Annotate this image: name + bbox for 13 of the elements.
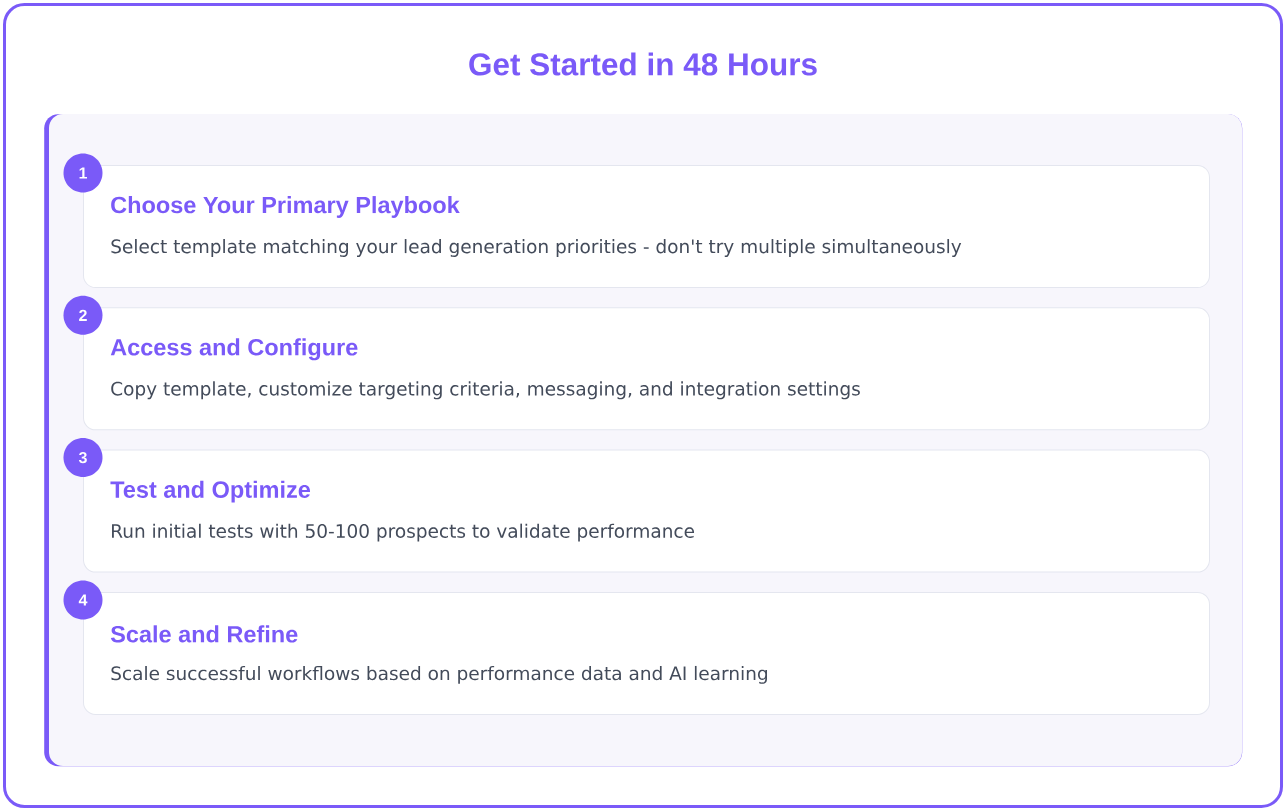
number-badge: 4 bbox=[63, 580, 103, 620]
step-description: Run initial tests with 50-100 prospects to validate performance bbox=[112, 523, 694, 542]
step-description: Scale successful workflows based on performance data and AI learning bbox=[111, 665, 767, 684]
title: Get Started in 48 Hours bbox=[469, 52, 817, 76]
number-badge: 3 bbox=[63, 438, 103, 478]
step-title: Access and Configure bbox=[110, 338, 358, 361]
number-badge: 2 bbox=[63, 295, 103, 335]
step-title: Choose Your Primary Playbook bbox=[111, 196, 460, 218]
step-description: Copy template, customize targeting criteria, messaging, and integration settings bbox=[111, 381, 860, 400]
step-description: Select template matching your lead generation priorities - don't try multiple simultaneously bbox=[111, 239, 962, 257]
number-badge: 1 bbox=[63, 153, 103, 193]
step-title: Test and Optimize bbox=[110, 480, 311, 503]
step-title: Scale and Refine bbox=[110, 625, 298, 643]
